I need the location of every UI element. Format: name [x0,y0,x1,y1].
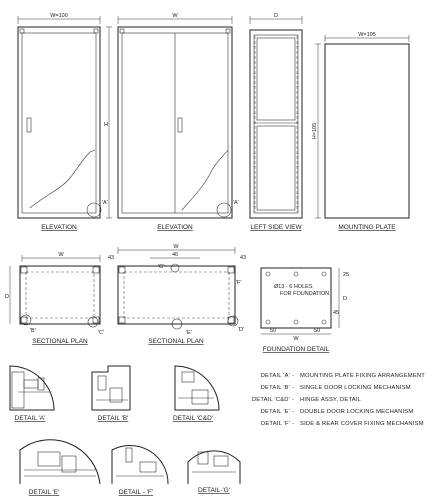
holes-note-2: FOR FOUNDATION [280,291,329,297]
callout-f: 'F' [236,280,241,286]
legend-desc-b: SINGLE DOOR LOCKING MECHANISM [300,385,411,391]
dim-plan-w-2: W [173,244,179,250]
callout-g: 'G' [158,264,164,270]
dim-found-50-left: 50 [270,328,276,334]
detail-cd-drawing: DETAIL 'C&D' [173,365,220,422]
dim-height-h: H [104,122,108,128]
dim-found-w: W [293,336,299,342]
legend-key-e: DETAIL 'E' [261,409,290,415]
callout-d: 'D' [238,327,244,333]
label-elevation-1: ELEVATION [41,224,77,231]
detail-label-cd: DETAIL 'C&D' [173,415,213,422]
dim-46: 46 [172,252,178,258]
elevation-double-door: W H 'A' ELEVATION [104,13,239,231]
detail-b-drawing: DETAIL 'B' [91,365,131,422]
legend-desc-a: MOUNTING PLATE FIXING ARRANGEMENT [300,373,425,379]
dim-found-25: 25 [343,272,349,278]
legend-desc-cd: HINGE ASSY. DETAIL [300,397,362,403]
legend-key-b: DETAIL 'B' [261,385,290,391]
detail-f-drawing: DETAIL - 'F' [111,444,169,496]
detail-e-drawing: DETAIL 'E' [19,439,101,496]
detail-a-drawing: DETAIL 'A' [9,365,55,422]
detail-g-drawing: DETAIL-'G' [187,450,241,494]
detail-a-marker-circle [86,202,102,218]
legend-key-cd: DETAIL 'C&D' [252,397,290,403]
svg-text:-: - [292,373,294,379]
sectional-plan-single: W D 'B' 'C' SECTIONAL PLAN [5,252,104,345]
legend-key-f: DETAIL 'F' [261,421,290,427]
dim-43-right: 43 [240,255,246,261]
dim-width-100: W=100 [50,13,68,19]
svg-text:-: - [292,397,294,403]
dim-plan-w-1: W [58,252,64,258]
detail-label-e: DETAIL 'E' [29,489,60,496]
label-elevation-2: ELEVATION [157,224,193,231]
left-side-view: D LEFT SIDE VIEW [249,13,303,231]
detail-label-g: DETAIL-'G' [198,487,230,494]
foundation-detail: Ø13 - 6 HOLES FOR FOUNDATION D 25 45 50 … [260,267,349,353]
label-foundation-detail: FOUNDATION DETAIL [263,346,330,353]
callout-a-1: 'A' [102,200,108,206]
elevation-single-door: W=100 'A' ELEVATION [17,13,108,231]
dim-width-w: W [172,13,178,19]
door-handle-double [177,117,183,133]
svg-text:-: - [292,421,294,427]
dim-43-left: 43 [108,255,114,261]
legend-desc-e: DOUBLE DOOR LOCKING MECHANISM [300,409,413,415]
label-mounting-plate: MOUNTING PLATE [338,224,396,231]
legend-desc-f: SIDE & REAR COVER FIXING MECHANISM [300,421,424,427]
door-handle [26,117,32,133]
dim-plan-d-1: D [5,294,9,300]
label-sectional-plan-1: SECTIONAL PLAN [32,338,88,345]
detail-a-marker-circle-2 [216,202,232,218]
detail-legend: DETAIL 'A' - MOUNTING PLATE FIXING ARRAN… [252,373,425,427]
dim-width-105: W=105 [358,32,376,38]
dim-found-d: D [343,296,347,302]
callout-a-2: 'A' [233,200,239,206]
svg-text:-: - [292,409,294,415]
callout-b: 'B' [30,328,36,334]
dim-depth-d: D [274,13,278,19]
mounting-plate: W=105 H=105 MOUNTING PLATE [312,32,410,231]
detail-label-f: DETAIL - 'F' [119,489,153,496]
label-sectional-plan-2: SECTIONAL PLAN [148,338,204,345]
holes-note-1: Ø13 - 6 HOLES [274,284,313,290]
callout-c: 'C' [98,330,104,336]
legend-key-a: DETAIL 'A' [261,373,290,379]
dim-height-105: H=105 [312,123,318,139]
dim-found-50-right: 50 [314,328,320,334]
label-left-side-view: LEFT SIDE VIEW [250,224,302,231]
svg-text:-: - [292,385,294,391]
detail-label-a: DETAIL 'A' [15,415,46,422]
sectional-plan-double: W 46 43 43 'G' 'F' 'E' 'D' SECTIONAL PLA… [108,244,246,345]
dim-found-45: 45 [333,310,339,316]
callout-e: 'E' [186,330,192,336]
detail-label-b: DETAIL 'B' [98,415,129,422]
